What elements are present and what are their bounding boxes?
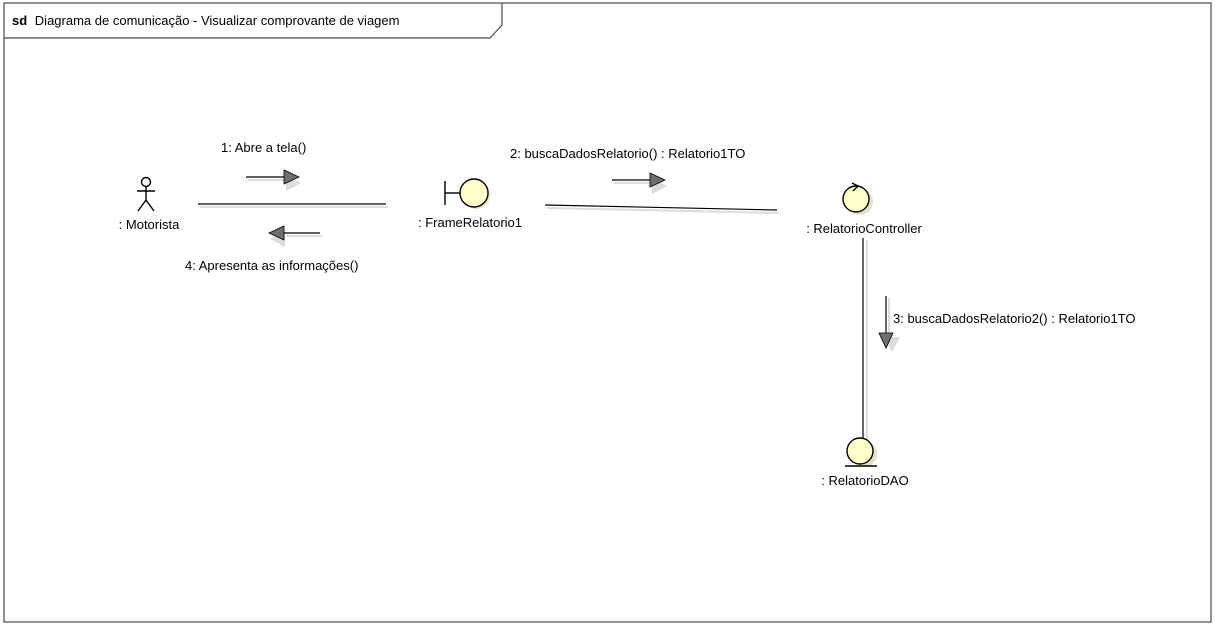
message-4[interactable]: 4: Apresenta as informações() bbox=[185, 225, 358, 273]
message-label: 3: buscaDadosRelatorio2() : Relatorio1TO bbox=[893, 311, 1136, 326]
frame-border bbox=[3, 2, 1212, 623]
arrow-left-icon bbox=[268, 225, 322, 247]
diagram-frame: sd Diagrama de comunicação - Visualizar … bbox=[3, 2, 1212, 623]
arrow-right-icon bbox=[246, 169, 301, 191]
control-icon bbox=[842, 182, 873, 215]
message-label: 2: buscaDadosRelatorio() : Relatorio1TO bbox=[510, 146, 745, 161]
frame-title-tab bbox=[4, 3, 503, 39]
link-shadow bbox=[546, 207, 780, 214]
lifeline-relatoriocontroller[interactable]: : RelatorioController bbox=[806, 182, 922, 236]
message-label: 1: Abre a tela() bbox=[221, 140, 306, 155]
message-1[interactable]: 1: Abre a tela() bbox=[221, 140, 306, 191]
message-2[interactable]: 2: buscaDadosRelatorio() : Relatorio1TO bbox=[510, 146, 745, 194]
frame-title-text: Diagrama de comunicação - Visualizar com… bbox=[35, 13, 400, 28]
message-label: 4: Apresenta as informações() bbox=[185, 258, 358, 273]
links bbox=[198, 203, 868, 440]
boundary-icon bbox=[444, 178, 490, 209]
lifeline-label: : FrameRelatorio1 bbox=[418, 215, 522, 230]
lifeline-label: : RelatorioController bbox=[806, 221, 922, 236]
lifeline-motorista[interactable]: : Motorista bbox=[119, 176, 180, 233]
arrow-down-icon bbox=[878, 296, 900, 352]
frame-title: sd Diagrama de comunicação - Visualizar … bbox=[12, 13, 399, 28]
lifeline-label: : RelatorioDAO bbox=[821, 473, 908, 488]
arrow-right-icon bbox=[612, 172, 667, 194]
lifeline-framerelatorio1[interactable]: : FrameRelatorio1 bbox=[418, 178, 522, 230]
actor-icon bbox=[137, 176, 155, 212]
lifeline-relatoriodao[interactable]: : RelatorioDAO bbox=[821, 437, 909, 488]
message-3[interactable]: 3: buscaDadosRelatorio2() : Relatorio1TO bbox=[878, 296, 1136, 352]
link-boundary-control bbox=[544, 204, 778, 211]
lifeline-label: : Motorista bbox=[119, 217, 180, 232]
frame-keyword: sd bbox=[12, 13, 27, 28]
entity-icon bbox=[845, 437, 877, 467]
